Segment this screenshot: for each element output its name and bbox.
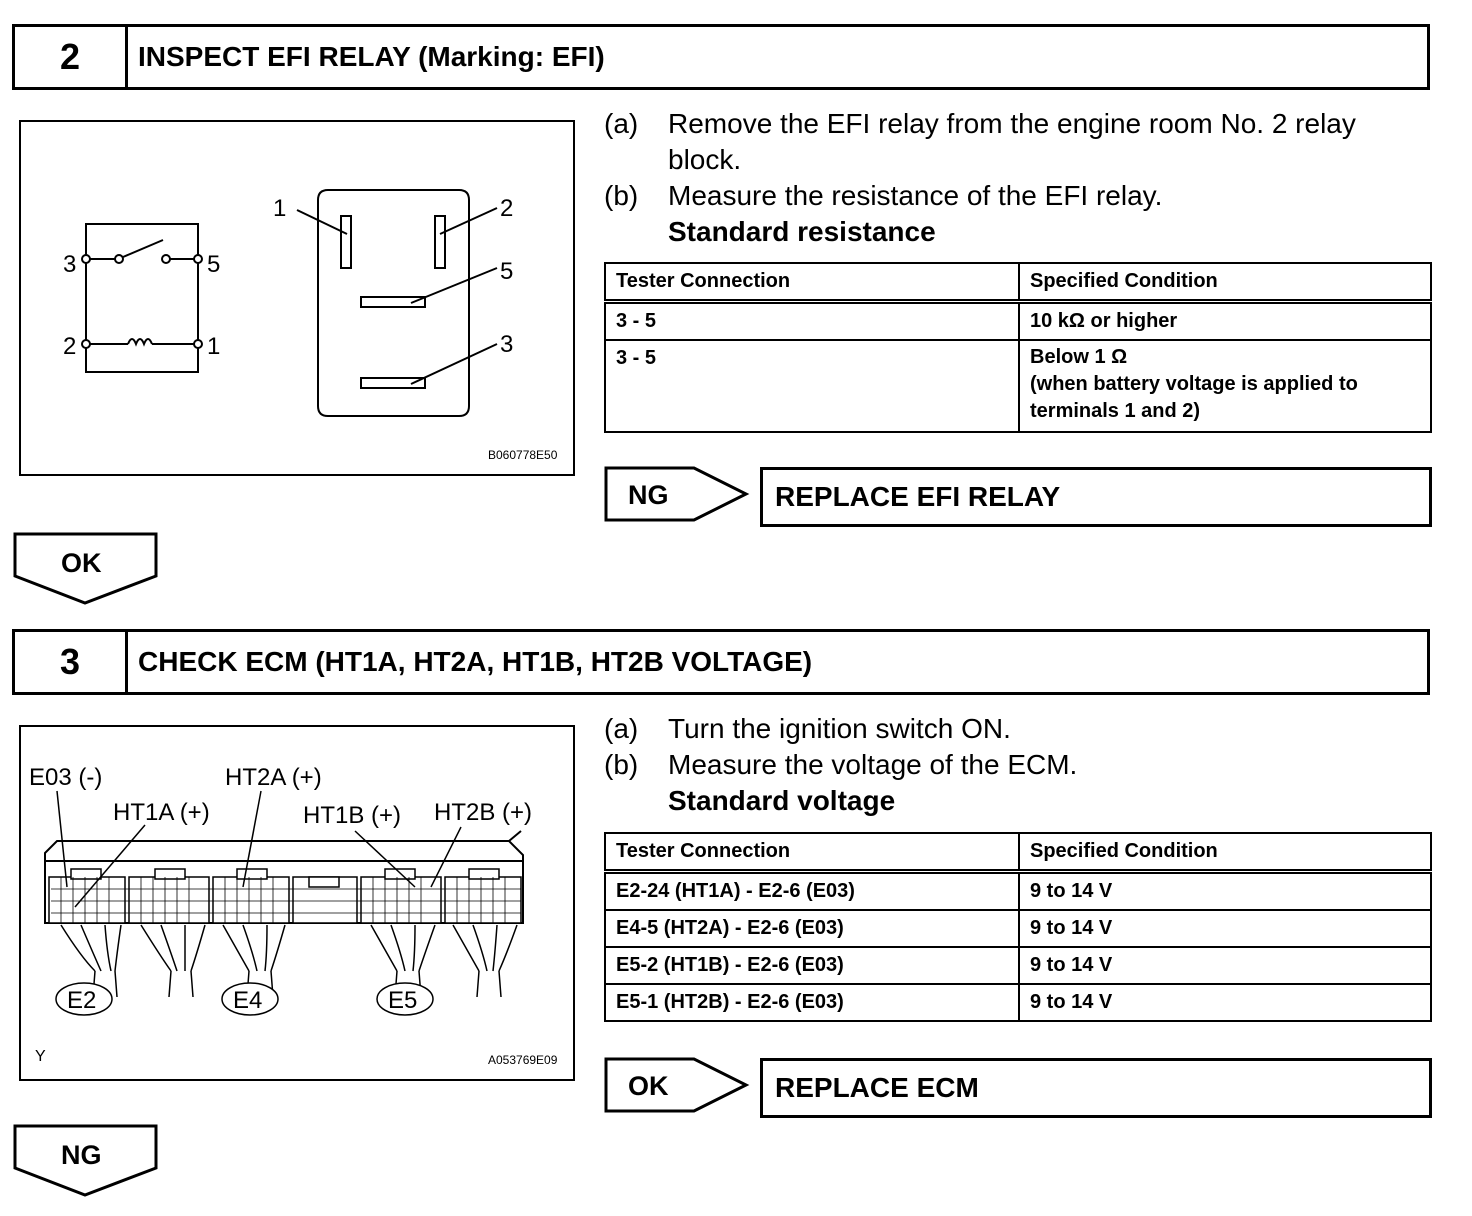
ok-result-tag: OK xyxy=(604,1057,750,1113)
table-cell: E2-24 (HT1A) - E2-6 (E03) xyxy=(604,870,1020,911)
step-3-header: 3 CHECK ECM (HT1A, HT2A, HT1B, HT2B VOLT… xyxy=(12,629,1430,695)
instruction-b: (b) Measure the voltage of the ECM. xyxy=(604,747,1077,783)
pin-label-ht2a: HT2A (+) xyxy=(225,764,322,791)
step-number: 2 xyxy=(15,27,128,87)
table-cell: 3 - 5 xyxy=(604,300,1020,341)
table-header-row: Tester Connection Specified Condition xyxy=(604,262,1432,304)
result-action: REPLACE EFI RELAY xyxy=(775,481,1061,512)
result-tag-label: OK xyxy=(628,1071,669,1101)
table-row: E4-5 (HT2A) - E2-6 (E03) 9 to 14 V xyxy=(604,909,1432,948)
table-cell: Below 1 Ω (when battery voltage is appli… xyxy=(1018,339,1432,433)
step-number: 3 xyxy=(15,632,128,692)
leader-lines xyxy=(56,790,462,908)
table-row: E2-24 (HT1A) - E2-6 (E03) 9 to 14 V xyxy=(604,870,1432,911)
standard-label: Standard voltage xyxy=(668,785,896,816)
instruction-text: Measure the voltage of the ECM. xyxy=(668,749,1078,780)
relay-body xyxy=(296,189,498,417)
table-cell: 9 to 14 V xyxy=(1018,909,1432,948)
relay-pin-label-2: 2 xyxy=(500,195,513,222)
step-title: INSPECT EFI RELAY (Marking: EFI) xyxy=(138,41,605,72)
figure-code: B060778E50 xyxy=(488,448,558,462)
relay-pin-label-5: 5 xyxy=(500,258,513,285)
instruction-b: (b) Measure the resistance of the EFI re… xyxy=(604,178,1356,214)
result-action: REPLACE ECM xyxy=(775,1072,979,1103)
next-tag-label: OK xyxy=(61,548,102,578)
instruction-text: Turn the ignition switch ON. xyxy=(668,713,1011,744)
schematic-label-3: 3 xyxy=(63,251,76,278)
ecm-connector-figure: E03 (-) HT2A (+) HT1A (+) HT1B (+) HT2B … xyxy=(19,725,575,1081)
efi-relay-diagram: 3 5 2 1 1 2 5 3 B060778E50 xyxy=(63,189,558,462)
pin-label-ht1b: HT1B (+) xyxy=(303,802,401,829)
table-cell: E5-1 (HT2B) - E2-6 (E03) xyxy=(604,983,1020,1022)
table-header: Tester Connection xyxy=(604,832,1020,874)
table-cell: 9 to 14 V xyxy=(1018,983,1432,1022)
instruction-text: Measure the resistance of the EFI relay. xyxy=(668,180,1163,211)
instruction-label: (a) xyxy=(604,108,639,139)
efi-relay-figure: 3 5 2 1 1 2 5 3 B060778E50 xyxy=(19,120,575,476)
table-cell: 10 kΩ or higher xyxy=(1018,300,1432,341)
table-row: E5-1 (HT2B) - E2-6 (E03) 9 to 14 V xyxy=(604,983,1432,1022)
voltage-spec-table: Tester Connection Specified Condition E2… xyxy=(604,832,1432,1022)
step-2-header: 2 INSPECT EFI RELAY (Marking: EFI) xyxy=(12,24,1430,90)
connector-pin-grid xyxy=(51,877,521,923)
table-cell: E4-5 (HT2A) - E2-6 (E03) xyxy=(604,909,1020,948)
instruction-a: (a) Turn the ignition switch ON. xyxy=(604,711,1077,747)
schematic-label-2: 2 xyxy=(63,333,76,360)
ecm-connectors xyxy=(48,868,522,924)
ng-down-arrow: NG xyxy=(13,1124,159,1198)
next-tag-label: NG xyxy=(61,1140,102,1170)
schematic-label-5: 5 xyxy=(207,251,220,278)
figure-corner-label: Y xyxy=(35,1048,46,1065)
standard-label: Standard resistance xyxy=(668,216,936,247)
replace-ecm-box: REPLACE ECM xyxy=(760,1058,1432,1118)
instruction-label: (b) xyxy=(604,180,639,211)
figure-code: A053769E09 xyxy=(488,1053,558,1067)
table-cell-line: terminals 1 and 2) xyxy=(1030,400,1201,422)
step-2-instructions: (a) Remove the EFI relay from the engine… xyxy=(604,106,1356,250)
connector-label-e2: E2 xyxy=(67,987,96,1014)
table-cell: 3 - 5 xyxy=(604,339,1020,433)
table-cell: 9 to 14 V xyxy=(1018,946,1432,985)
pin-label-e03: E03 (-) xyxy=(29,764,102,791)
ng-result-tag: NG xyxy=(604,466,750,522)
ok-down-arrow: OK xyxy=(13,532,159,606)
table-header-row: Tester Connection Specified Condition xyxy=(604,832,1432,874)
relay-schematic xyxy=(81,223,203,373)
step-3-instructions: (a) Turn the ignition switch ON. (b) Mea… xyxy=(604,711,1077,819)
table-header: Tester Connection xyxy=(604,262,1020,304)
step-title: CHECK ECM (HT1A, HT2A, HT1B, HT2B VOLTAG… xyxy=(138,646,813,677)
instruction-label: (a) xyxy=(604,713,639,744)
connector-label-e4: E4 xyxy=(233,987,262,1014)
table-cell: 9 to 14 V xyxy=(1018,870,1432,911)
relay-pin-label-3: 3 xyxy=(500,331,513,358)
table-row: 3 - 5 Below 1 Ω (when battery voltage is… xyxy=(604,339,1432,433)
table-row: 3 - 5 10 kΩ or higher xyxy=(604,300,1432,341)
table-header: Specified Condition xyxy=(1018,832,1432,874)
instruction-label: (b) xyxy=(604,749,639,780)
connector-id-ovals xyxy=(55,982,434,1016)
replace-efi-relay-box: REPLACE EFI RELAY xyxy=(760,467,1432,527)
instruction-text: Remove the EFI relay from the engine roo… xyxy=(668,108,1356,139)
pin-label-ht1a: HT1A (+) xyxy=(113,799,210,826)
wire-harness xyxy=(60,924,518,998)
connector-label-e5: E5 xyxy=(388,987,417,1014)
relay-pin-label-1: 1 xyxy=(273,195,286,222)
pin-label-ht2b: HT2B (+) xyxy=(434,799,532,826)
instruction-text: block. xyxy=(668,144,742,175)
ecm-connector-diagram: E03 (-) HT2A (+) HT1A (+) HT1B (+) HT2B … xyxy=(29,764,558,1067)
schematic-label-1: 1 xyxy=(207,333,220,360)
instruction-a: (a) Remove the EFI relay from the engine… xyxy=(604,106,1356,178)
table-header: Specified Condition xyxy=(1018,262,1432,304)
table-row: E5-2 (HT1B) - E2-6 (E03) 9 to 14 V xyxy=(604,946,1432,985)
table-cell-line: (when battery voltage is applied to xyxy=(1030,373,1358,395)
table-cell-line: Below 1 Ω xyxy=(1030,346,1128,368)
result-tag-label: NG xyxy=(628,480,669,510)
table-cell: E5-2 (HT1B) - E2-6 (E03) xyxy=(604,946,1020,985)
resistance-spec-table: Tester Connection Specified Condition 3 … xyxy=(604,262,1432,433)
